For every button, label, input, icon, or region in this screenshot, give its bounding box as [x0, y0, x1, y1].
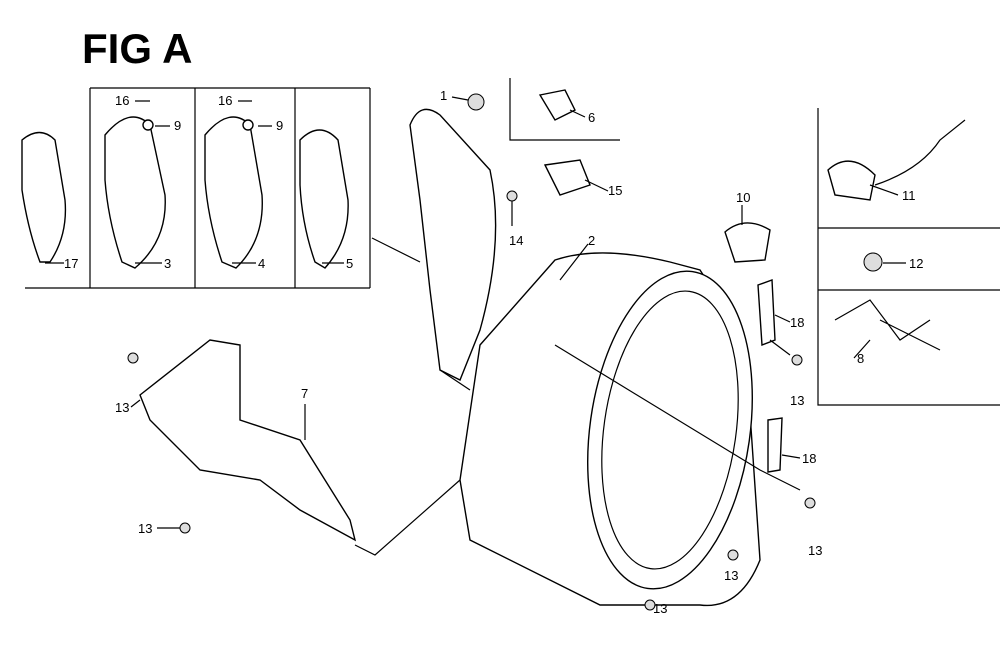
callout-13: 13 — [115, 400, 130, 415]
part-6 — [538, 89, 576, 121]
part-8 — [834, 299, 941, 351]
cover-parts — [21, 116, 349, 269]
callout-17: 17 — [64, 256, 79, 271]
callout-16: 16 — [218, 93, 233, 108]
callout-14: 14 — [509, 233, 524, 248]
callout-16: 16 — [115, 93, 130, 108]
callout-1: 1 — [440, 88, 448, 103]
part-11 — [827, 160, 876, 201]
callout-12: 12 — [909, 256, 924, 271]
callout-8: 8 — [857, 351, 865, 366]
callout-3: 3 — [164, 256, 172, 271]
callout-13: 13 — [138, 521, 153, 536]
callout-10: 10 — [736, 190, 751, 205]
bolts — [127, 190, 816, 611]
callout-18: 18 — [790, 315, 805, 330]
callout-18: 18 — [802, 451, 817, 466]
callout-7: 7 — [301, 386, 309, 401]
callout-13: 13 — [653, 601, 668, 616]
lower-shroud — [139, 339, 357, 542]
leader-lines — [45, 96, 906, 529]
callout-5: 5 — [346, 256, 354, 271]
callout-2: 2 — [588, 233, 596, 248]
part-1 — [467, 93, 485, 111]
part-15 — [543, 159, 591, 196]
part-12 — [863, 252, 883, 272]
callout-4: 4 — [258, 256, 266, 271]
figure-title: FIG A — [82, 25, 193, 72]
callout-13: 13 — [808, 543, 823, 558]
part-10 — [724, 222, 771, 263]
callout-15: 15 — [608, 183, 623, 198]
callout-13: 13 — [790, 393, 805, 408]
callout-11: 11 — [902, 188, 916, 203]
callout-9: 9 — [276, 118, 284, 133]
frame-lines — [25, 78, 1000, 406]
callout-9: 9 — [174, 118, 182, 133]
callout-13: 13 — [724, 568, 739, 583]
side-shroud — [409, 108, 497, 381]
callout-6: 6 — [588, 110, 596, 125]
